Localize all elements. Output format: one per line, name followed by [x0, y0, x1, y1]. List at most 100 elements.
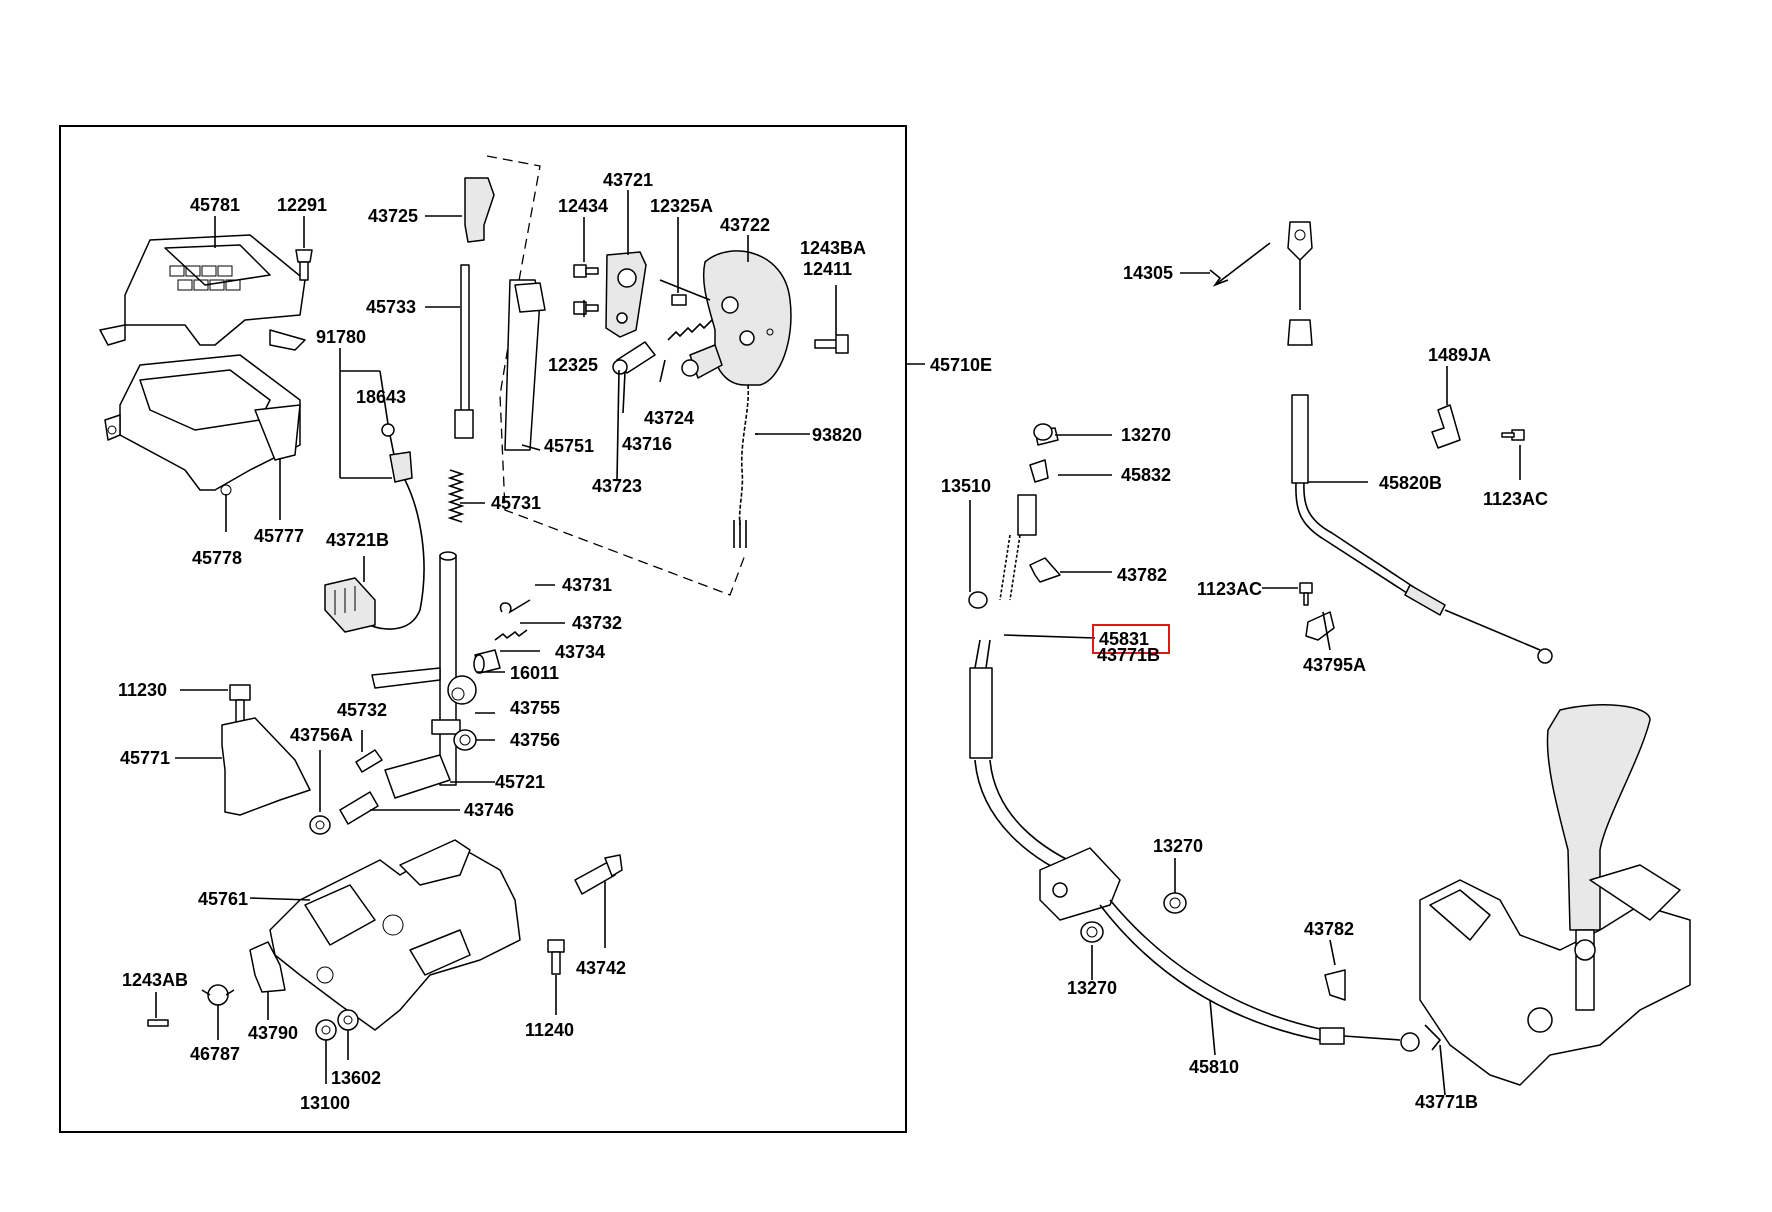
label-43716: 43716 [622, 434, 672, 454]
label-11240: 11240 [525, 1020, 574, 1040]
part-labels: 45781 12291 43725 43721 12434 12325A 437… [118, 170, 1548, 1113]
clip-43782-bottom-drawing [1324, 969, 1346, 1001]
label-43731: 43731 [562, 575, 612, 595]
spring-45731-drawing [447, 469, 465, 523]
label-43782-top: 43782 [1117, 565, 1167, 585]
label-13270-top: 13270 [1121, 425, 1171, 445]
assembly-frame [59, 125, 907, 1133]
label-45771: 45771 [120, 748, 170, 768]
spring-43731-drawing [499, 599, 531, 614]
label-43755: 43755 [510, 698, 560, 718]
label-43721: 43721 [603, 170, 653, 190]
label-45820B: 45820B [1379, 473, 1442, 493]
label-45810: 45810 [1189, 1057, 1239, 1077]
rod-45733-drawing [454, 264, 474, 439]
bolt-1123AC-right-drawing [1501, 429, 1525, 441]
base-45761-drawing [269, 839, 521, 1031]
bolt-1123AC-mid-drawing [1299, 582, 1313, 606]
label-43721B: 43721B [326, 530, 389, 550]
label-43795A: 43795A [1303, 655, 1366, 675]
label-43723: 43723 [592, 476, 642, 496]
label-43771B-mid: 43771B [1097, 645, 1160, 665]
label-13270-bottom: 13270 [1067, 978, 1117, 998]
spring-43732-drawing [494, 629, 528, 641]
label-13270-right: 13270 [1153, 836, 1203, 856]
detent-spring-43790-drawing [249, 941, 286, 993]
nut-43756-drawing [453, 729, 477, 751]
nut-13602-drawing [337, 1009, 359, 1031]
spring-43724-drawing [667, 319, 713, 341]
leader-lines [155, 190, 1521, 1096]
lever-45721-drawing [371, 551, 461, 799]
clip-14305-drawing [1209, 269, 1229, 287]
label-45761: 45761 [198, 889, 248, 909]
bolt-1243BA-drawing [814, 334, 849, 354]
clip-1489JA-drawing [1431, 404, 1461, 449]
button-43725-drawing [464, 177, 495, 243]
nut-13270-right-drawing [1163, 892, 1187, 914]
label-13510: 13510 [941, 476, 991, 496]
label-18643: 18643 [356, 387, 406, 407]
label-43771B-bottom: 43771B [1415, 1092, 1478, 1112]
clip-43795A-drawing [1305, 611, 1335, 641]
label-1123AC-right: 1123AC [1483, 489, 1548, 509]
label-43722: 43722 [720, 215, 770, 235]
connector-18643-drawing [369, 423, 425, 630]
knob-43722-drawing [702, 250, 792, 386]
label-43732: 43732 [572, 613, 622, 633]
clip-43782-top-drawing [1029, 557, 1061, 583]
label-43790: 43790 [248, 1023, 298, 1043]
connector-43721B-drawing [324, 577, 376, 633]
label-45731: 45731 [491, 493, 541, 513]
label-45832: 45832 [1121, 465, 1171, 485]
label-46787: 46787 [190, 1044, 240, 1064]
label-45751: 45751 [544, 436, 594, 456]
cable-45810-drawing [968, 427, 1442, 1052]
bolt-11240-drawing [547, 939, 565, 975]
highlight-box-45831 [1092, 624, 1170, 654]
label-45777: 45777 [254, 526, 304, 546]
label-45721: 45721 [495, 772, 545, 792]
nut-13100-drawing [315, 1019, 337, 1041]
label-11230: 11230 [118, 680, 167, 700]
pin-45732-drawing [355, 749, 383, 773]
label-12411: 12411 [803, 259, 852, 279]
label-12325A: 12325A [650, 196, 713, 216]
label-1123AC-mid: 1123AC [1197, 579, 1262, 599]
label-13100: 13100 [300, 1093, 350, 1113]
label-45831: 45831 [1099, 629, 1149, 649]
label-43782-bottom: 43782 [1304, 919, 1354, 939]
label-1243AB: 1243AB [122, 970, 188, 990]
label-43756: 43756 [510, 730, 560, 750]
label-16011: 16011 [510, 663, 559, 683]
harness-93820-drawing [733, 384, 750, 548]
label-43724: 43724 [644, 408, 694, 428]
label-43742: 43742 [576, 958, 626, 978]
label-45732: 45732 [337, 700, 387, 720]
label-43734: 43734 [555, 642, 605, 662]
screw-12291-drawing [295, 249, 313, 281]
label-45733: 45733 [366, 297, 416, 317]
bracket-45771-drawing [221, 717, 311, 816]
label-43725: 43725 [368, 206, 418, 226]
pin-43746-drawing [339, 791, 379, 825]
sleeve-45751-drawing [504, 279, 546, 451]
screw-12325A-drawing [671, 294, 687, 306]
nut-13270-bottom-drawing [1080, 921, 1104, 943]
bushing-43734-drawing [473, 649, 501, 674]
label-12434: 12434 [558, 196, 608, 216]
bushing-16011-drawing [447, 675, 477, 705]
spring-46787-drawing [201, 984, 235, 1006]
switch-43724-drawing [681, 344, 723, 379]
pin-43716-drawing [612, 341, 656, 375]
plate-43721-drawing [605, 251, 647, 338]
bolt-43742-drawing [574, 854, 623, 895]
label-13602: 13602 [331, 1068, 381, 1088]
screw-12325-drawing [573, 301, 599, 315]
label-91780: 91780 [316, 327, 366, 347]
label-93820: 93820 [812, 425, 862, 445]
knob-group-outline [486, 155, 746, 596]
console-trim-45778-drawing [104, 354, 301, 496]
screw-12434-drawing [573, 264, 599, 278]
